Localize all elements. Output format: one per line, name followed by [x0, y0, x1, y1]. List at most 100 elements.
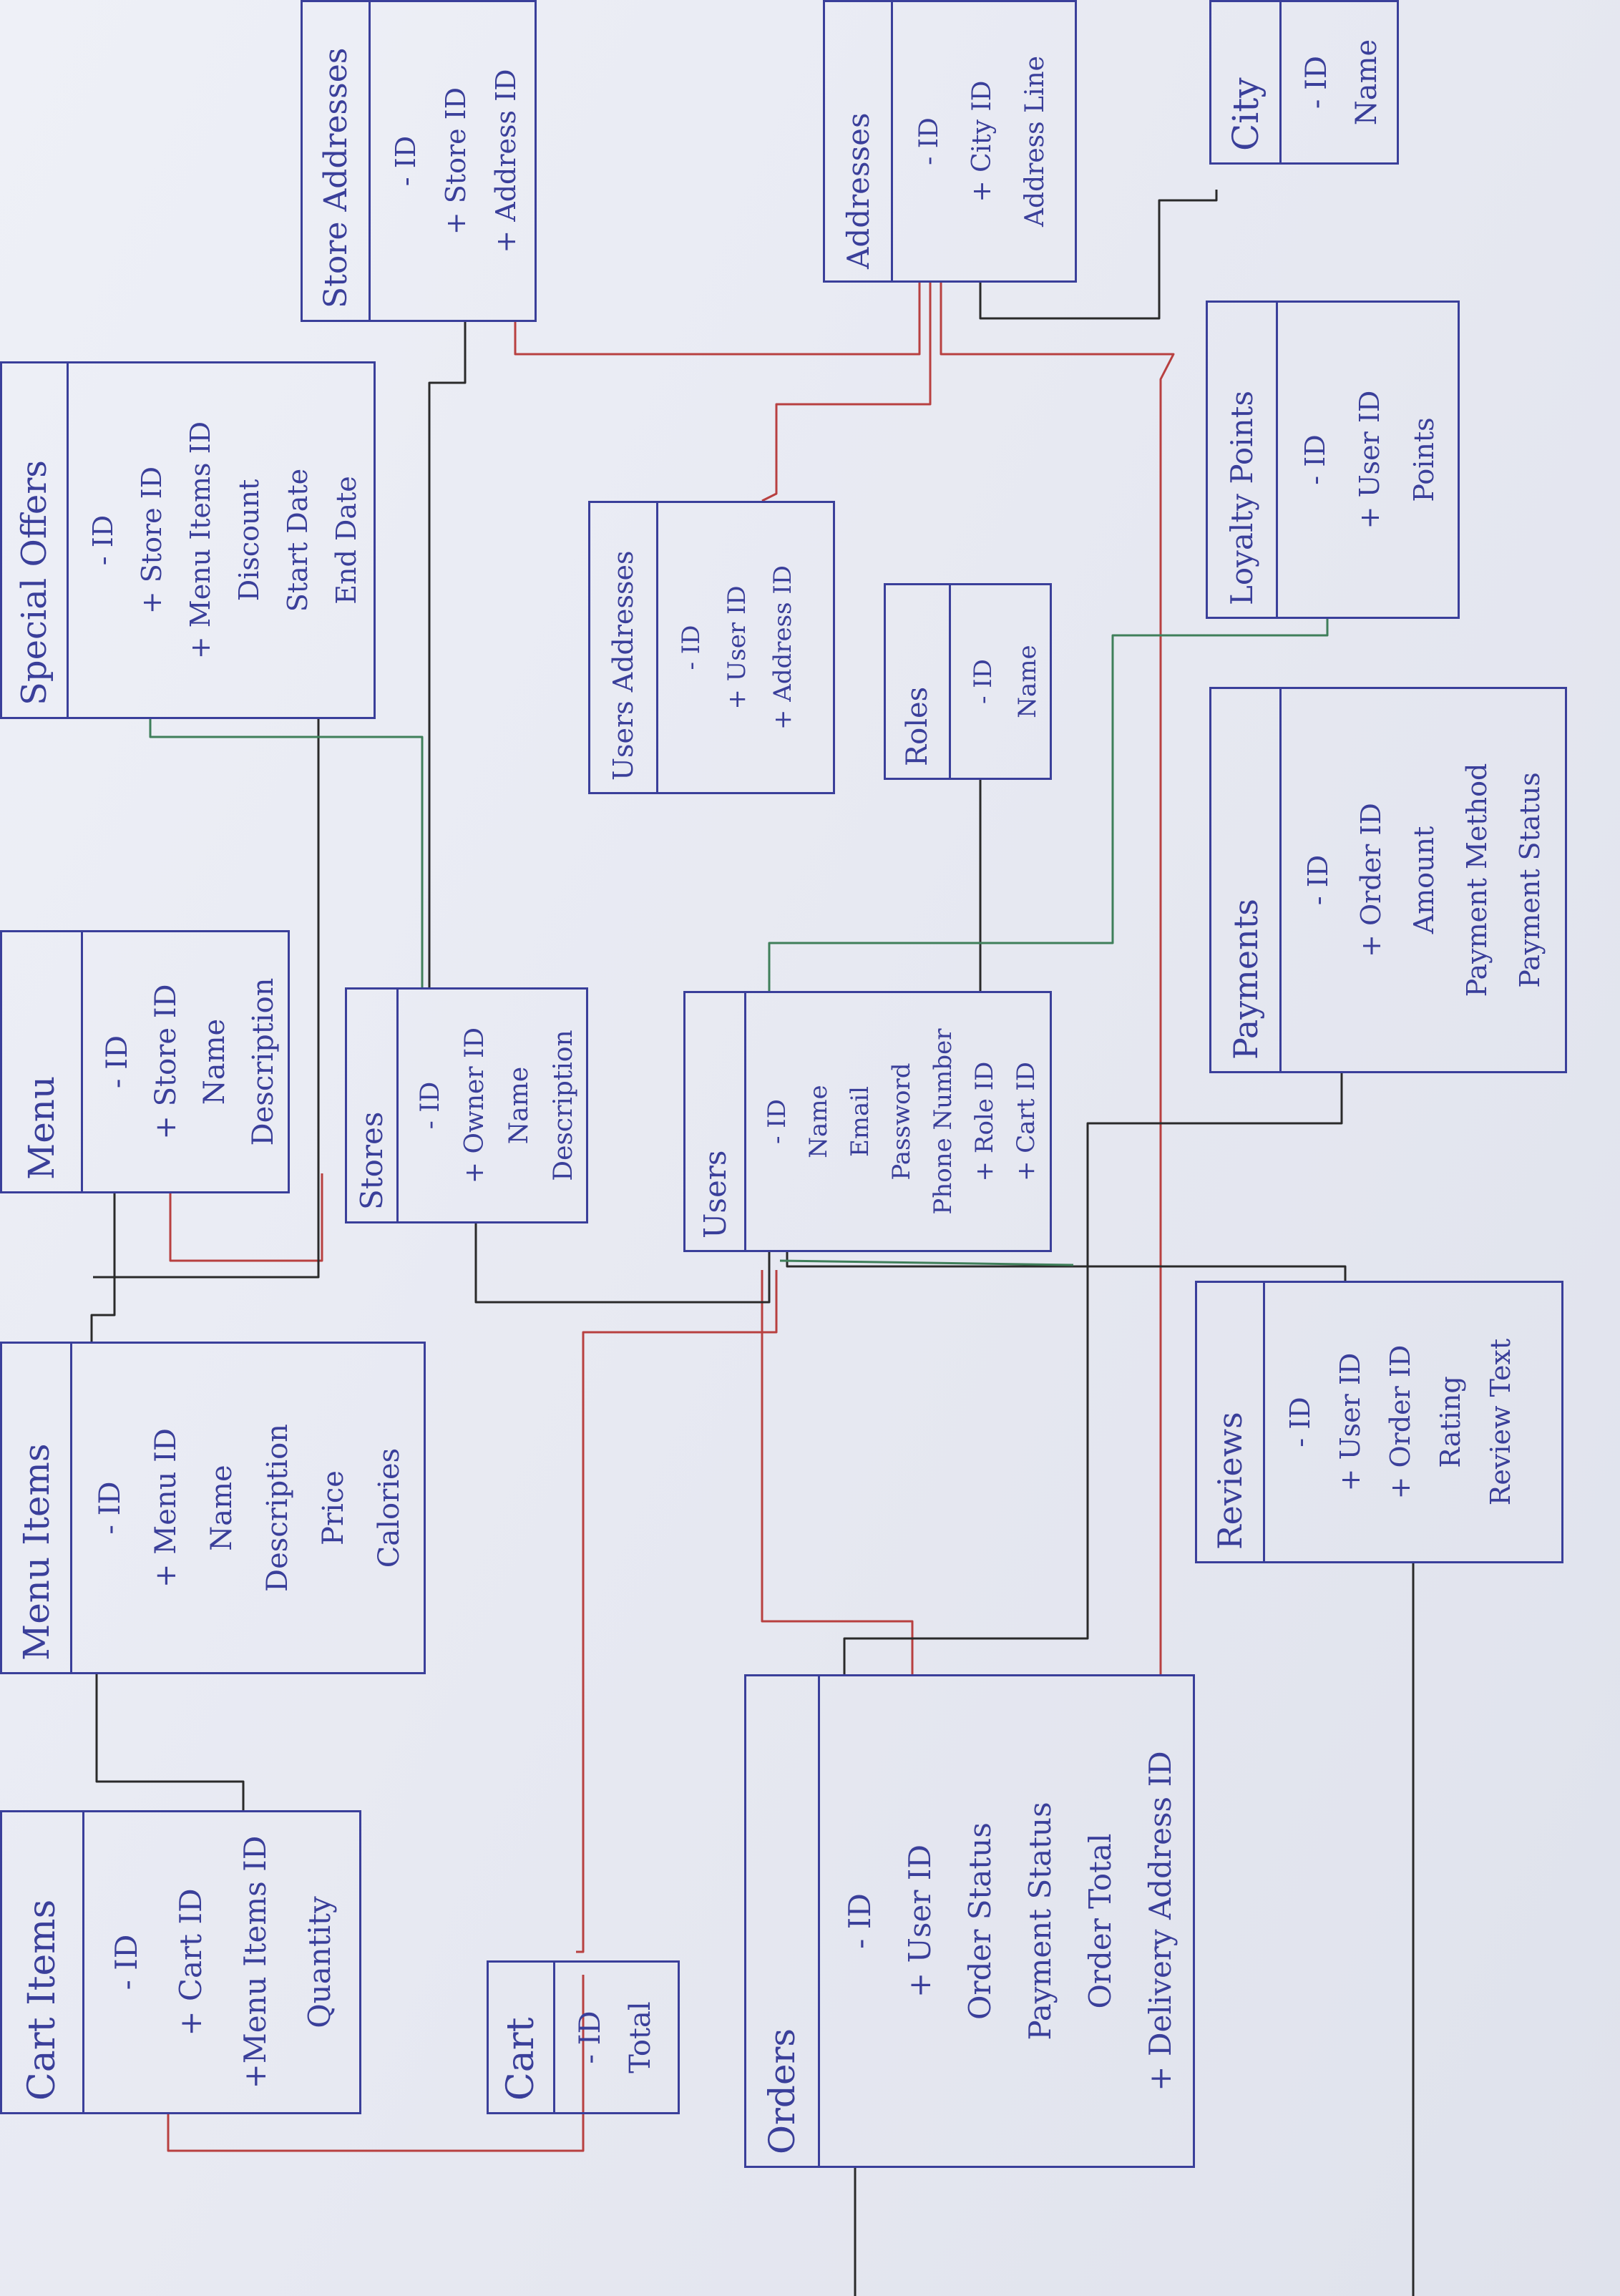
link-orders-addresses	[940, 283, 1175, 1674]
entity-field: Name	[205, 1465, 238, 1551]
entity-field: + Menu Items ID	[185, 421, 216, 660]
link-users-loyalty	[768, 619, 1329, 991]
entity-title: Special Offers	[2, 363, 69, 717]
link-users-reviews-2	[786, 1252, 1347, 1281]
entity-field: + Cart ID	[1012, 1062, 1040, 1181]
entity-field: - ID	[109, 1934, 144, 1990]
entity-field: - ID	[416, 1081, 445, 1130]
entity-field: Order Total	[1083, 1833, 1118, 2009]
link-addresses-city	[979, 190, 1218, 320]
entity-field: + Order ID	[1385, 1344, 1416, 1500]
link-menuitems-menu	[90, 1193, 116, 1342]
link-cart-users	[576, 1270, 778, 1953]
entity-field: + User ID	[1334, 1352, 1366, 1492]
entity-field: - ID	[87, 514, 119, 566]
entity-field: + User ID	[902, 1844, 937, 1998]
entity-field: Payment Method	[1461, 763, 1493, 997]
link-specialoffers-stores	[149, 719, 424, 987]
link-cart-cartitems	[167, 1975, 585, 2152]
entity-field: Description	[247, 977, 280, 1146]
entity-reviews: Reviews - ID + User ID + Order ID Rating…	[1195, 1281, 1563, 1563]
link-orders-users	[761, 1270, 914, 1674]
entity-stores: Stores - ID + Owner ID Name Description	[345, 987, 588, 1223]
entity-field: Points	[1408, 417, 1440, 502]
entity-menu: Menu - ID + Store ID Name Description	[0, 930, 290, 1193]
entity-title: Orders	[746, 1676, 820, 2166]
entity-field: + Store ID	[136, 466, 167, 615]
entity-loyalty-points: Loyalty Points - ID + User ID Points	[1206, 301, 1460, 619]
entity-payments: Payments - ID + Order ID Amount Payment …	[1209, 687, 1567, 1073]
entity-field: + Store ID	[150, 984, 182, 1140]
entity-field: Calories	[373, 1447, 406, 1568]
entity-field: - ID	[914, 117, 944, 165]
entity-field: - ID	[1284, 1397, 1316, 1447]
link-users-reviews	[843, 1073, 1343, 1674]
entity-title: Cart Items	[2, 1812, 84, 2112]
entity-field: +Menu Items ID	[238, 1835, 273, 2089]
entity-field: - ID	[101, 1035, 134, 1089]
entity-field: - ID	[1300, 55, 1333, 109]
link-stores-users	[474, 1223, 771, 1304]
entity-field: Amount	[1408, 826, 1440, 934]
entity-roles: Roles - ID Name	[884, 583, 1052, 780]
entity-title: Store Addresses	[303, 2, 371, 320]
entity-field: Start Date	[282, 468, 313, 612]
entity-field: Phone Number	[929, 1028, 957, 1215]
entity-field: Payment Status	[1023, 1802, 1058, 2041]
entity-field: Order Status	[962, 1822, 997, 2020]
link-users-orders-green	[779, 1259, 1074, 1266]
entity-title: Users	[685, 993, 746, 1250]
entity-field: - ID	[842, 1893, 877, 1949]
entity-field: - ID	[1299, 434, 1331, 485]
entity-field: + Delivery Address ID	[1143, 1751, 1178, 2091]
entity-field: Description	[261, 1424, 294, 1592]
entity-field: - ID	[1302, 854, 1334, 906]
entity-field: + Owner ID	[460, 1027, 489, 1184]
entity-menu-items: Menu Items - ID + Menu ID Name Descripti…	[0, 1342, 426, 1674]
entity-field: + Store ID	[440, 87, 472, 235]
link-useraddr-addresses	[761, 283, 932, 502]
entity-field: Name	[1013, 645, 1042, 718]
entity-field: + Address ID	[490, 69, 522, 253]
entity-special-offers: Special Offers - ID + Store ID + Menu It…	[0, 361, 376, 719]
entity-field: + Order ID	[1355, 803, 1387, 957]
entity-cart: Cart - ID Total	[487, 1960, 680, 2114]
link-orders-reviews	[854, 1563, 1415, 2296]
entity-title: Reviews	[1197, 1283, 1265, 1561]
entity-title: Cart	[489, 1963, 555, 2112]
entity-users-addresses: Users Addresses - ID + User ID + Address…	[588, 501, 835, 794]
entity-field: - ID	[677, 625, 706, 670]
entity-title: Menu	[2, 932, 83, 1191]
entity-field: - ID	[969, 659, 997, 704]
entity-field: End Date	[331, 476, 362, 605]
entity-field: + Role ID	[970, 1061, 999, 1182]
entity-field: Password	[887, 1062, 916, 1181]
entity-field: Email	[846, 1085, 874, 1158]
entity-title: Addresses	[825, 2, 893, 280]
entity-title: City	[1211, 2, 1282, 162]
entity-field: Total	[624, 2001, 657, 2073]
entity-city: City - ID Name	[1209, 0, 1399, 165]
entity-field: - ID	[390, 135, 421, 187]
entity-store-addresses: Store Addresses - ID + Store ID + Addres…	[301, 0, 537, 322]
entity-field: Discount	[233, 479, 265, 602]
entity-field: Payment Status	[1514, 772, 1546, 988]
entity-field: - ID	[763, 1099, 791, 1144]
entity-addresses: Addresses - ID + City ID Address Line	[823, 0, 1077, 283]
link-stores-storeaddr	[428, 322, 467, 987]
entity-users: Users - ID Name Email Password Phone Num…	[683, 991, 1052, 1252]
link-cartitems-menuitems	[95, 1674, 245, 1810]
entity-title: Menu Items	[2, 1344, 72, 1672]
entity-field: Quantity	[302, 1896, 337, 2028]
entity-field: Name	[198, 1018, 231, 1105]
entity-field: + Cart ID	[173, 1888, 208, 2036]
entity-field: + Address ID	[768, 565, 797, 731]
entity-field: Address Line	[1020, 56, 1050, 227]
link-storeaddr-addresses	[514, 283, 921, 356]
entity-cart-items: Cart Items - ID + Cart ID +Menu Items ID…	[0, 1810, 361, 2114]
entity-field: + City ID	[967, 80, 997, 202]
entity-field: Name	[504, 1066, 534, 1145]
entity-field: - ID	[574, 2011, 607, 2064]
